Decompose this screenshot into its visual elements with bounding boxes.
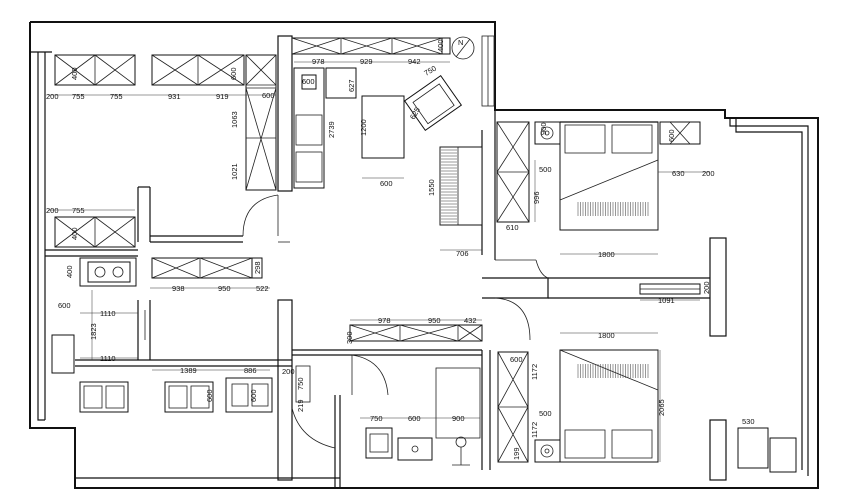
dim-b-1389: 1389 [180,366,197,375]
dim-wr-1063: 1063 [230,111,239,128]
compass-label: N [458,38,463,47]
wardrobes-lower-left [54,216,136,248]
outer-walls [29,21,819,489]
dim-br2-500: 500 [539,409,552,418]
dim-c-298: 298 [253,261,262,274]
bed-2 [559,349,659,463]
dim-mid-931: 931 [168,92,181,101]
sink-icon [79,381,129,413]
dim-lower-755: 755 [72,206,85,215]
bookshelf [496,121,530,223]
wardrobes-top-left [54,54,277,191]
dim-br2-530: 530 [742,417,755,426]
dim-bath-900: 900 [452,414,465,423]
dim-b-600b: 600 [205,389,214,402]
dim-bw-610: 610 [506,223,519,232]
dim-k-600: 600 [58,301,71,310]
dim-mid-950: 950 [428,316,441,325]
armchair [403,74,463,132]
dim-k-1823: 1823 [89,323,98,340]
dim-br2-199: 199 [512,447,521,460]
dim-door-200: 200 [282,367,295,376]
dim-br1-200: 200 [702,169,715,178]
dim-left-200: 200 [46,92,59,101]
dim-br2-1800: 1800 [598,331,615,340]
dim-k-400: 400 [65,265,74,278]
dim-chair-750: 750 [423,64,438,78]
dim-wr-1021: 1021 [230,163,239,180]
dim-br2-600: 600 [510,355,523,364]
compass-icon: N [451,36,475,60]
kitchen [51,257,273,413]
wardrobe-tall [245,54,277,191]
interior-walls [45,35,727,488]
dim-sofa-600: 600 [302,77,315,86]
dim-corr-200: 200 [702,281,711,294]
dim-tv-2739: 2739 [327,121,336,138]
dim-c-950: 950 [218,284,231,293]
wardrobe-top-center [291,37,451,55]
dim-table-600: 600 [380,179,393,188]
basin-icon [397,437,433,461]
dimension-lines [48,61,710,462]
bedroom-2 [497,349,797,473]
bathroom [295,365,481,466]
dim-top-978: 978 [312,57,325,66]
dim-br2-1172b: 1172 [530,422,539,438]
dim-left-755b: 755 [110,92,123,101]
dim-c-522: 522 [256,284,269,293]
door-arcs [242,194,549,449]
dim-mid-300: 300 [345,331,354,344]
piano [439,146,483,226]
dim-br1-630: 630 [672,169,685,178]
shower-icon [455,436,467,448]
dim-left-400a: 400 [70,67,79,80]
dim-left-755a: 755 [72,92,85,101]
dim-left-600a: 600 [229,67,238,80]
dim-top-929: 929 [360,57,373,66]
dim-b-886: 886 [244,366,257,375]
dim-mid-978: 978 [378,316,391,325]
dim-sofa-627: 627 [347,79,356,92]
dim-mid-919: 919 [216,92,229,101]
dim-piano-706: 706 [456,249,469,258]
dim-lower-400: 400 [70,227,79,240]
dim-table-1200: 1200 [359,119,368,136]
bed-1 [559,121,659,231]
sink-icon-2 [164,381,214,413]
dim-wr-600: 600 [262,91,275,100]
dim-piano-1550: 1550 [427,179,436,196]
dim-b-600: 600 [249,389,258,402]
dim-br1-500: 500 [539,165,552,174]
dim-br2-1172a: 1172 [530,364,539,380]
dim-br1-600: 600 [667,129,676,142]
corridor-bench [639,283,701,295]
dim-lower-200: 200 [46,206,59,215]
dim-door-750: 750 [296,377,305,390]
dim-door-219: 219 [296,399,305,412]
dim-top-400: 400 [436,39,445,52]
dim-br2-2065: 2065 [657,399,666,416]
dim-br1-900: 900 [539,122,548,135]
stove-icon [87,261,131,283]
dim-top-942: 942 [408,57,421,66]
dim-bath-750: 750 [370,414,383,423]
dim-k-1110b: 1110 [100,354,116,363]
dim-br1-996: 996 [532,191,541,204]
dim-mid-432: 432 [464,316,477,325]
dim-c-938: 938 [172,284,185,293]
mid-cabinet-row [349,324,483,342]
dim-br1-1800: 1800 [598,250,615,259]
dim-corr-1091: 1091 [658,296,675,305]
dim-bath-600: 600 [408,414,421,423]
dim-k-1110a: 1110 [100,309,116,318]
tv-cabinet [293,67,357,189]
bedroom-1 [534,121,701,231]
coffee-table [361,95,405,159]
